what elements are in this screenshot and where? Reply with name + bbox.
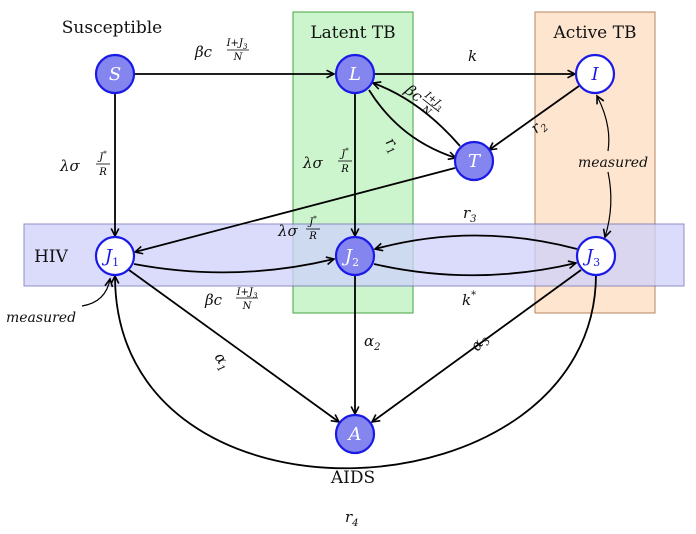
infection-force-label-top: βc I+J3 N — [194, 38, 249, 63]
node-j3 — [575, 235, 617, 277]
node-l — [334, 53, 376, 95]
edge-i-to-t — [489, 85, 580, 150]
node-i-label: I — [590, 64, 599, 85]
hiv-infection-label-l-j2: λσ J* R — [302, 147, 352, 175]
active-tb-region-title: Active TB — [553, 23, 637, 43]
latent-tb-region-title: Latent TB — [310, 23, 395, 43]
measured-left-pointer — [81, 279, 110, 307]
label-alpha3: α3 — [467, 330, 494, 356]
hiv-infection-label-t-j1: λσ J* R — [277, 215, 320, 242]
infection-force-label-bottom: βc I+J3 N — [204, 287, 258, 312]
label-k: k — [468, 47, 477, 65]
node-j2 — [334, 235, 376, 277]
svg-text:βc: βc — [204, 291, 223, 309]
svg-text:λσ: λσ — [277, 222, 299, 240]
edge-j3-to-j2 — [375, 234, 578, 250]
node-j1 — [94, 235, 136, 277]
svg-text:I+J3: I+J3 — [236, 287, 258, 300]
node-i — [574, 53, 616, 95]
edge-j1-to-j2 — [133, 259, 334, 274]
svg-text:N: N — [233, 52, 244, 63]
susceptible-region-title: Susceptible — [62, 18, 162, 38]
aids-region-title: AIDS — [330, 468, 375, 488]
measured-right-pointer-up — [597, 96, 610, 152]
measured-note-right: measured — [578, 155, 648, 171]
svg-text:λσ: λσ — [302, 154, 324, 172]
label-k-star: k* — [462, 290, 476, 309]
label-r4: r4 — [345, 508, 359, 529]
edge-j3-to-j1 — [115, 273, 597, 470]
label-alpha1: α1 — [208, 349, 235, 375]
edge-j3-to-a — [372, 269, 582, 422]
node-l-label: L — [348, 64, 361, 85]
node-j1-label: J1 — [101, 246, 119, 269]
svg-text:I+J3: I+J3 — [226, 38, 248, 51]
svg-text:R: R — [98, 167, 107, 178]
edge-l-to-t — [368, 89, 456, 158]
svg-text:N: N — [242, 301, 253, 312]
edge-j1-to-a — [128, 269, 339, 422]
node-s-label: S — [109, 64, 121, 85]
node-t — [453, 140, 495, 182]
node-j3-label: J3 — [582, 246, 600, 269]
svg-text:R: R — [340, 164, 349, 175]
label-alpha2: α2 — [364, 332, 381, 353]
measured-right-pointer-down — [605, 171, 612, 237]
node-j2-label: J2 — [341, 246, 359, 269]
node-a-label: A — [347, 424, 362, 445]
measured-note-left: measured — [6, 310, 76, 326]
svg-text:J*: J* — [97, 150, 107, 163]
edge-t-to-j1 — [135, 167, 456, 252]
svg-text:βc: βc — [194, 43, 213, 61]
hiv-infection-label-s-j1: λσ J* R — [59, 150, 110, 178]
edge-t-to-l — [373, 83, 461, 147]
label-r3: r3 — [463, 204, 477, 225]
edge-j2-to-j3 — [373, 263, 576, 277]
node-a — [334, 413, 376, 455]
svg-text:J*: J* — [307, 215, 317, 228]
svg-text:J*: J* — [339, 147, 349, 160]
svg-text:R: R — [308, 231, 317, 242]
hiv-region-title: HIV — [34, 247, 69, 267]
svg-text:λσ: λσ — [59, 157, 81, 175]
node-t-label: T — [468, 151, 482, 172]
node-s — [94, 53, 136, 95]
